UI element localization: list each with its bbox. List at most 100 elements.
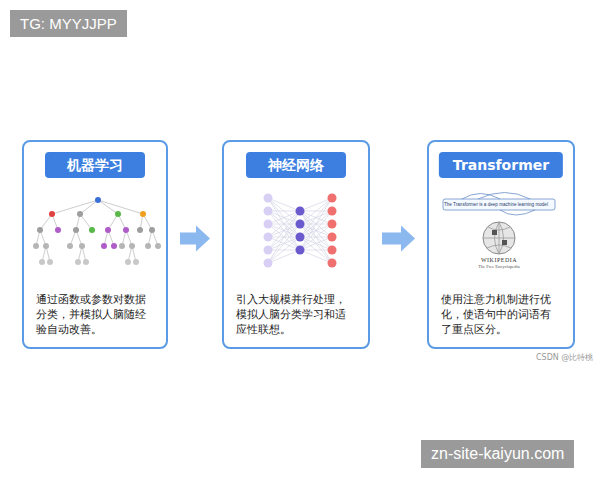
net-link (300, 250, 332, 263)
tree-branch (52, 200, 98, 214)
net-link (268, 211, 300, 224)
tree-dot (137, 227, 143, 233)
net-link (300, 211, 332, 250)
neuron (264, 259, 273, 268)
tree-dot (140, 211, 146, 217)
net-link (268, 198, 300, 211)
net-link (300, 211, 332, 250)
neuron (264, 246, 273, 255)
flow-arrow (180, 226, 210, 252)
logo-subtext: The Free Encyclopedia (478, 264, 520, 270)
tree-dot (115, 211, 121, 217)
stage-panel: 使用注意力机制进行优化，使语句中的词语有了重点区分。 Transformer (427, 140, 575, 349)
tree-dot (111, 243, 117, 249)
title-pill: Transformer (439, 152, 563, 178)
neuron (264, 207, 273, 216)
neuron (264, 233, 273, 242)
tree-dot (79, 243, 85, 249)
description-text: 使用注意力机制进行优化，使语句中的词语有了重点区分。 (441, 292, 561, 337)
tree-dot (67, 243, 73, 249)
sentence-box (443, 199, 555, 210)
tree-dot (145, 243, 151, 249)
neuron (296, 233, 305, 242)
neuron (328, 233, 337, 242)
net-link (300, 224, 332, 250)
tree-dot (37, 227, 43, 233)
stage-panel: 通过函数或参数对数据分类，并模拟人脑随经验自动改善。 机器学习 (22, 140, 168, 349)
description-text: 引入大规模并行处理，模拟人脑分类学习和适应性联想。 (236, 292, 356, 337)
tree-dot (83, 259, 89, 265)
globe-lines (483, 222, 515, 254)
description-text: 通过函数或参数对数据分类，并模拟人脑随经验自动改善。 (36, 292, 154, 337)
tree-dot (89, 227, 95, 233)
tree-dot (33, 243, 39, 249)
neuron (296, 246, 305, 255)
tree-dot (39, 259, 45, 265)
title-text: 神经网络 (260, 156, 332, 174)
net-link (268, 224, 300, 263)
tree-dot (155, 243, 161, 249)
net-link (268, 211, 300, 237)
tree-branch (98, 200, 118, 214)
tree-dot (95, 197, 101, 203)
net-link (300, 211, 332, 263)
transformer-illustration (443, 193, 555, 255)
net-link (268, 198, 300, 237)
logo-text: WIKIPEDIA (481, 257, 517, 264)
net-link (300, 237, 332, 263)
net-link (268, 211, 300, 224)
net-link (300, 237, 332, 250)
net-link (268, 250, 300, 263)
tree-dot (149, 227, 155, 233)
globe (483, 222, 515, 254)
net-link (268, 211, 300, 237)
stage-panel: 引入大规模并行处理，模拟人脑分类学习和适应性联想。 神经网络 (222, 140, 370, 349)
tree-dot (49, 211, 55, 217)
watermark: TG: MYYJJPP (10, 10, 127, 37)
network-illustration (264, 194, 337, 268)
neuron (296, 207, 305, 216)
net-link (300, 198, 332, 224)
neuron (264, 194, 273, 203)
watermark: zn-site-kaiyun.com (421, 440, 574, 468)
net-link (300, 198, 332, 250)
tree-dot (133, 259, 139, 265)
neuron (328, 207, 337, 216)
net-link (300, 224, 332, 263)
net-link (268, 237, 300, 263)
tree-branch (80, 200, 98, 214)
tree-dot (47, 259, 53, 265)
tree-branch (98, 200, 143, 214)
tree-dot (55, 227, 61, 233)
neuron (328, 194, 337, 203)
net-link (300, 224, 332, 250)
net-link (268, 198, 300, 224)
flow-arrow (382, 226, 415, 252)
tree-dot (125, 259, 131, 265)
tree-illustration (33, 197, 161, 265)
tree-dot (101, 243, 107, 249)
net-link (268, 211, 300, 250)
title-pill: 神经网络 (246, 152, 346, 178)
net-link (300, 198, 332, 211)
tree-dot (119, 243, 125, 249)
tree-dot (105, 227, 111, 233)
source-credit: CSDN @比特桃 (536, 352, 593, 363)
neuron (328, 246, 337, 255)
net-link (300, 237, 332, 250)
net-link (300, 250, 332, 251)
net-link (268, 211, 300, 212)
neuron (328, 259, 337, 268)
tree-dot (129, 243, 135, 249)
tree-dot (43, 243, 49, 249)
globe-pieces (492, 230, 507, 245)
neuron (328, 220, 337, 229)
net-link (300, 198, 332, 237)
sentence-text: The Transformer is a deep machine learni… (444, 201, 548, 208)
title-text: Transformer (453, 156, 549, 174)
tree-dot (77, 211, 83, 217)
net-link (268, 211, 300, 263)
title-text: 机器学习 (59, 156, 131, 174)
